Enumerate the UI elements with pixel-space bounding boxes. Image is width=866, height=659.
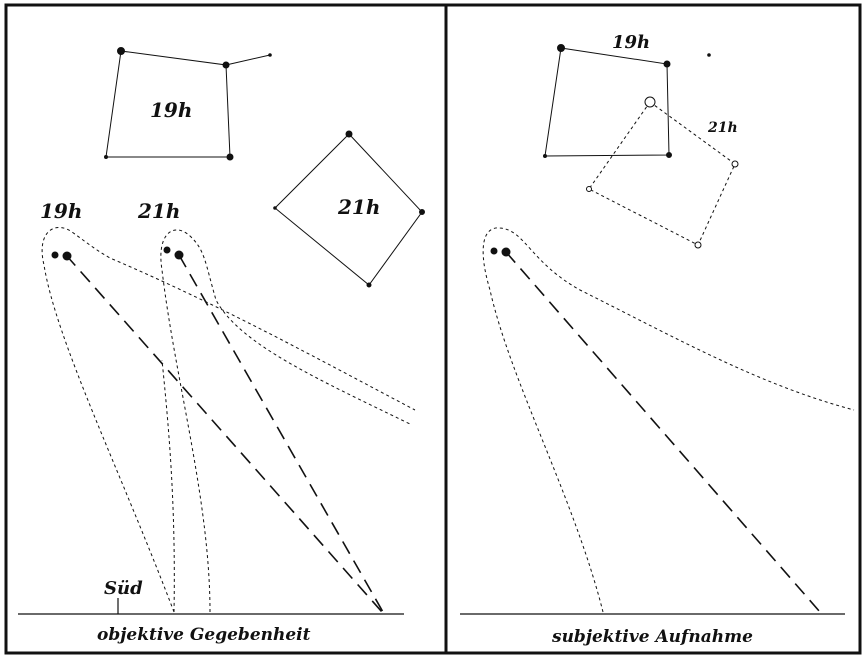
- star: [543, 154, 547, 158]
- south-label: Süd: [104, 578, 143, 599]
- left-comet-21h-nucleus: [174, 250, 184, 260]
- star: [731, 160, 739, 168]
- left-comet-21h-nucleus: [163, 246, 171, 254]
- left-constellation-21h-label: 21h: [337, 195, 380, 219]
- left-comet-21h-axis: [178, 254, 384, 613]
- right-comet: [482, 227, 855, 613]
- star: [273, 206, 277, 210]
- left-comet-19h-nucleus: [51, 251, 59, 259]
- star: [366, 282, 372, 288]
- star: [694, 241, 702, 249]
- right-comet-nucleus: [501, 247, 511, 257]
- right-constellation-21h: [586, 96, 739, 249]
- left-comet-19h-nucleus: [62, 251, 72, 261]
- star: [117, 47, 125, 55]
- left-constellation-21h: [273, 130, 425, 288]
- right-comet-nucleus: [490, 247, 498, 255]
- star: [644, 96, 656, 108]
- star: [707, 53, 711, 57]
- right-panel-frame: [444, 3, 862, 655]
- star: [226, 153, 234, 161]
- star: [586, 186, 592, 192]
- right-panel: 19h 21h subjektive Aufnahme: [460, 32, 855, 647]
- right-comet-axis: [505, 251, 821, 613]
- right-constellation-19h: [543, 44, 711, 158]
- star: [268, 53, 272, 57]
- right-constellation-19h-label: 19h: [612, 32, 650, 53]
- right-panel-caption: subjektive Aufnahme: [551, 627, 753, 647]
- left-comet-19h-axis: [65, 254, 383, 613]
- left-comet-19h: [41, 227, 416, 613]
- star: [666, 152, 672, 158]
- left-comet-21h: [160, 229, 413, 613]
- left-constellation-19h: [104, 47, 272, 161]
- left-panel-caption: objektive Gegebenheit: [97, 625, 311, 645]
- left-constellation-19h-label: 19h: [150, 98, 192, 122]
- right-constellation-21h-label: 21h: [707, 120, 738, 136]
- left-panel-frame: [4, 3, 448, 655]
- star: [557, 44, 565, 52]
- star: [345, 130, 353, 138]
- left-panel: 19h 21h 19h 21h Süd obj: [18, 47, 425, 645]
- star: [419, 209, 425, 215]
- star: [222, 61, 230, 69]
- left-comet-19h-label: 19h: [40, 199, 82, 223]
- star: [104, 155, 108, 159]
- star: [663, 60, 671, 68]
- left-comet-21h-label: 21h: [137, 199, 180, 223]
